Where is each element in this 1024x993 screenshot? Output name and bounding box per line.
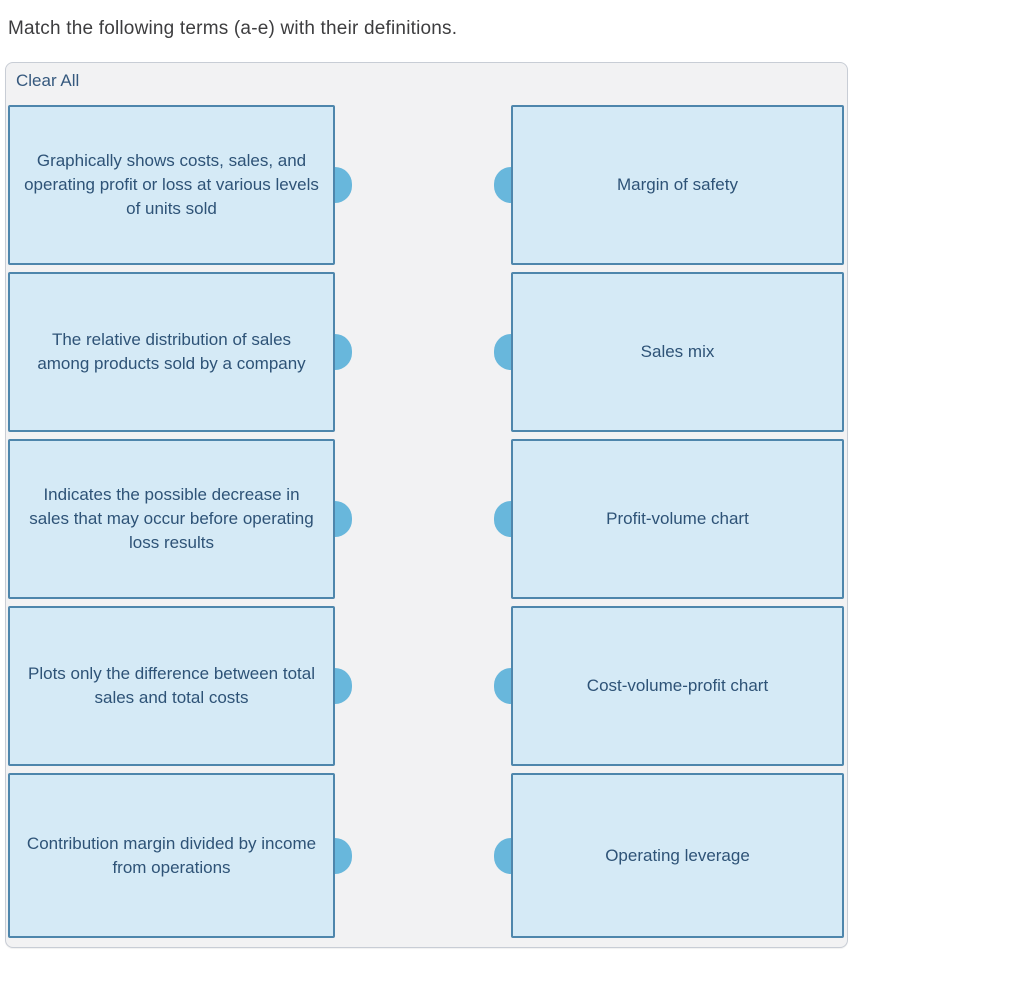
definition-card-operating-leverage[interactable]: Contribution margin divided by income fr… bbox=[8, 773, 352, 938]
term-text: Profit-volume chart bbox=[606, 509, 749, 528]
connector-knob-left[interactable] bbox=[494, 668, 511, 704]
term-card-cost-volume-profit-chart[interactable]: Cost-volume-profit chart bbox=[494, 606, 844, 766]
definition-text: Graphically shows costs, sales, and oper… bbox=[24, 151, 319, 218]
term-text: Cost-volume-profit chart bbox=[586, 676, 769, 695]
term-text: Sales mix bbox=[640, 342, 715, 361]
definition-card-sales-mix[interactable]: The relative distribution of sales among… bbox=[8, 272, 352, 432]
term-text: Margin of safety bbox=[617, 175, 738, 194]
terms-column: Margin of safety Sales mix Profit-volume… bbox=[494, 105, 844, 938]
connector-knob-right[interactable] bbox=[335, 668, 352, 704]
definition-text: Plots only the difference between total … bbox=[28, 664, 315, 707]
term-card-operating-leverage[interactable]: Operating leverage bbox=[494, 773, 844, 938]
connector-knob-left[interactable] bbox=[494, 334, 511, 370]
connector-knob-left[interactable] bbox=[494, 837, 511, 874]
definition-text: The relative distribution of sales among… bbox=[37, 330, 306, 373]
definition-text: Indicates the possible decrease in sales… bbox=[29, 485, 314, 552]
connector-knob-right[interactable] bbox=[335, 167, 352, 203]
matching-panel: Clear All Graphically shows costs, sales… bbox=[5, 62, 848, 948]
connector-knob-right[interactable] bbox=[335, 334, 352, 370]
term-card-margin-of-safety[interactable]: Margin of safety bbox=[494, 105, 844, 265]
definition-card-cvp-chart[interactable]: Graphically shows costs, sales, and oper… bbox=[8, 105, 352, 265]
term-text: Operating leverage bbox=[605, 845, 750, 865]
definition-text: Contribution margin divided by income fr… bbox=[26, 833, 317, 877]
term-card-profit-volume-chart[interactable]: Profit-volume chart bbox=[494, 439, 844, 599]
definition-card-margin-of-safety[interactable]: Indicates the possible decrease in sales… bbox=[8, 439, 352, 599]
connector-knob-left[interactable] bbox=[494, 167, 511, 203]
definition-card-profit-volume[interactable]: Plots only the difference between total … bbox=[8, 606, 352, 766]
connector-knob-right[interactable] bbox=[335, 501, 352, 537]
clear-all-button[interactable]: Clear All bbox=[16, 71, 80, 90]
term-card-sales-mix[interactable]: Sales mix bbox=[494, 272, 844, 432]
page-title: Match the following terms (a-e) with the… bbox=[8, 18, 458, 39]
connector-knob-left[interactable] bbox=[494, 501, 511, 537]
connector-knob-right[interactable] bbox=[335, 837, 352, 874]
definitions-column: Graphically shows costs, sales, and oper… bbox=[8, 105, 352, 938]
